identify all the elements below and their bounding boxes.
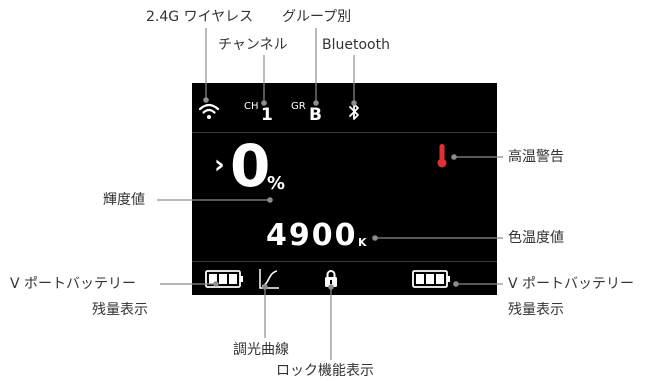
cct-unit: K: [358, 236, 367, 249]
lock-label: ロック機能表示: [276, 363, 374, 379]
screen-divider-bottom: [192, 261, 497, 262]
lock-icon: [325, 270, 337, 287]
battery-right-label-1: V ポートバッテリー: [508, 276, 635, 292]
screen-divider-top: [192, 132, 497, 133]
cct-value: 4900: [266, 218, 358, 253]
brightness-label: 輝度値: [103, 192, 145, 208]
cct-label: 色温度値: [508, 230, 564, 246]
bluetooth-icon: [349, 103, 359, 120]
channel-value: 1: [261, 105, 273, 125]
group-label: グループ別: [282, 9, 352, 25]
dimming-curve-label: 調光曲線: [233, 342, 289, 358]
battery-icon: [412, 270, 450, 288]
brightness-value: 0: [230, 132, 271, 200]
bluetooth-label: Bluetooth: [322, 37, 390, 53]
channel-prefix: CH: [244, 101, 259, 112]
group-value: B: [309, 105, 322, 125]
device-screen: CH 1 GR B › 0 % 4900 K: [192, 83, 497, 295]
battery-right-label-2: 残量表示: [508, 302, 564, 318]
battery-icon: [205, 270, 243, 288]
battery-left-label-1: V ポートバッテリー: [10, 276, 137, 292]
brightness-unit: %: [267, 173, 286, 194]
temp-warning-label: 高温警告: [508, 149, 564, 165]
wireless-label: 2.4G ワイヤレス: [146, 9, 254, 25]
wifi-icon: [198, 103, 220, 119]
thermometer-icon: [437, 144, 447, 168]
battery-left-label-2: 残量表示: [92, 302, 148, 318]
group-prefix: GR: [291, 101, 306, 112]
brightness-chevron: ›: [214, 150, 225, 180]
channel-label: チャンネル: [218, 37, 288, 53]
